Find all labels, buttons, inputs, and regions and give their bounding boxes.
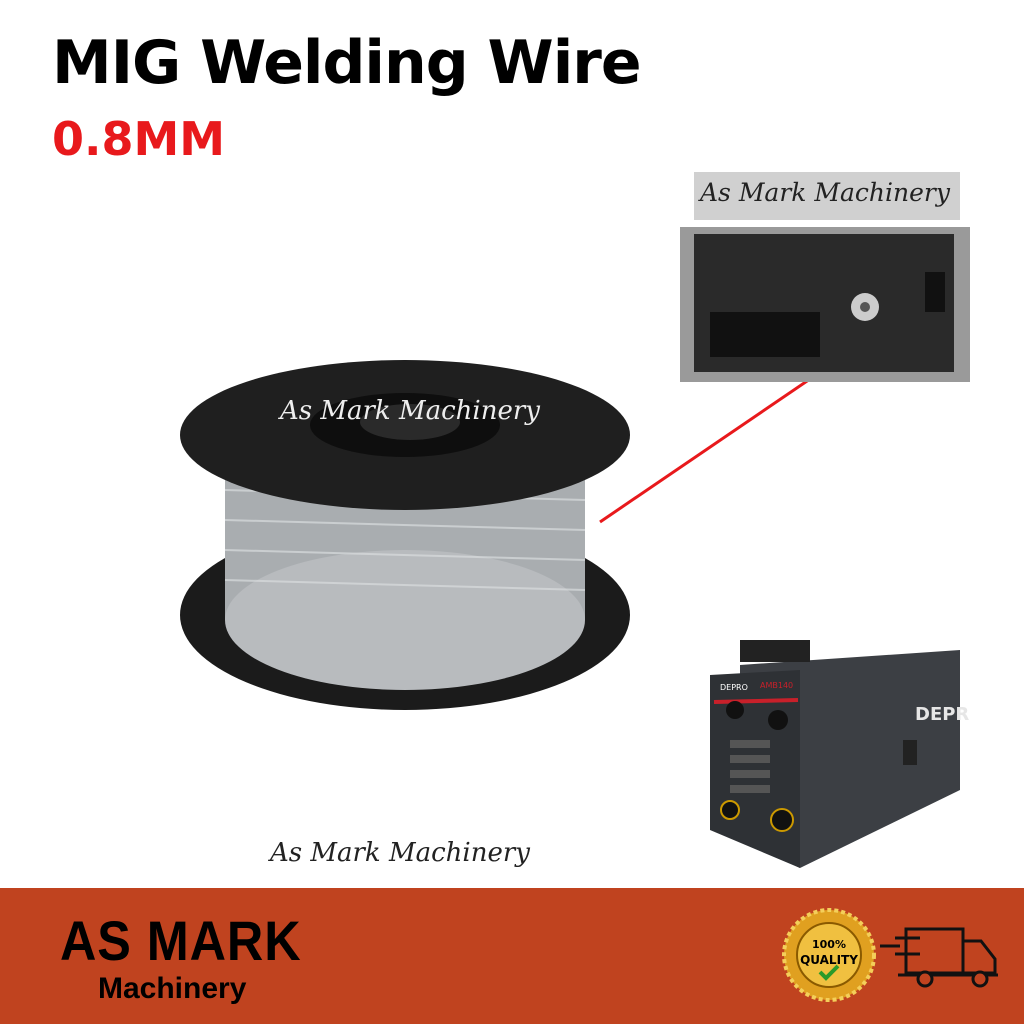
watermark: As Mark Machinery — [270, 838, 530, 868]
machine-brand-side: DEPRO — [915, 704, 970, 725]
wire-size: 0.8MM — [52, 112, 226, 166]
quality-badge-icon: 100% QUALITY — [782, 908, 876, 1002]
brand-subname: Machinery — [98, 972, 247, 1005]
brand-name: AS MARK — [60, 909, 302, 972]
welder-machine-image: DEPRO AMB140 DEPRO — [710, 640, 970, 868]
page-title: MIG Welding Wire — [52, 28, 642, 98]
watermark: As Mark Machinery — [280, 396, 540, 426]
machine-brand-front: DEPRO — [720, 683, 748, 692]
badge-percent: 100% — [812, 938, 846, 951]
badge-quality: QUALITY — [800, 953, 858, 967]
welder-interior-image — [680, 172, 970, 382]
machine-model: AMB140 — [760, 681, 793, 690]
delivery-truck-icon — [880, 927, 998, 988]
watermark: As Mark Machinery — [700, 178, 950, 207]
wire-spool-image — [180, 360, 630, 710]
